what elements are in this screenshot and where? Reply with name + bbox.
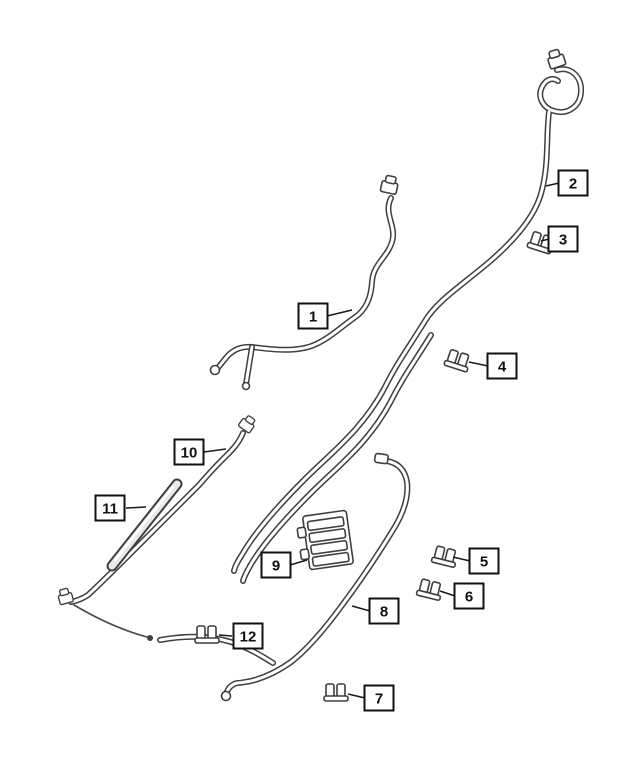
- line8-end-cap: [220, 690, 232, 702]
- straight-tube-11: [106, 478, 183, 572]
- fuel-line-1: [209, 173, 401, 391]
- callout-9[interactable]: 9: [260, 551, 292, 579]
- callout-8[interactable]: 8: [368, 597, 400, 625]
- clamp-part-4: [443, 347, 473, 374]
- quick-connect-fitting-line2: [544, 47, 567, 71]
- line10-end-fitting: [56, 586, 75, 606]
- leader-line-12: [218, 634, 233, 637]
- clamp-part-6: [415, 577, 445, 602]
- clamp-part-7: [323, 683, 349, 702]
- leader-line-5: [452, 556, 471, 562]
- leader-lines: [125, 182, 560, 699]
- callout-6[interactable]: 6: [453, 582, 485, 610]
- leader-line-8: [351, 605, 371, 612]
- thin-vent-line: [73, 604, 153, 641]
- leader-line-10: [203, 448, 227, 453]
- callout-4[interactable]: 4: [486, 352, 518, 380]
- callout-7[interactable]: 7: [363, 684, 395, 712]
- callout-10[interactable]: 10: [173, 438, 205, 466]
- leader-line-7: [347, 693, 366, 699]
- callout-3[interactable]: 3: [547, 225, 579, 253]
- leader-line-6: [439, 590, 456, 597]
- leader-line-11: [125, 506, 147, 509]
- quick-connect-fitting-line1: [379, 173, 401, 196]
- clamp-part-5: [430, 544, 460, 569]
- module-part-9: [296, 509, 354, 571]
- leader-line-2: [545, 182, 560, 187]
- line1-end-fitting: [209, 364, 221, 376]
- callout-1[interactable]: 1: [297, 302, 329, 330]
- quick-connect-fitting-line10: [237, 413, 259, 435]
- fuel-line-8: [220, 452, 408, 702]
- callout-2[interactable]: 2: [557, 169, 589, 197]
- leader-line-9: [289, 559, 308, 566]
- line1-branch-tip: [241, 381, 251, 391]
- callout-12[interactable]: 12: [232, 622, 264, 650]
- callout-5[interactable]: 5: [468, 547, 500, 575]
- line8-open-end: [373, 452, 389, 465]
- callout-11[interactable]: 11: [94, 494, 126, 522]
- leader-line-4: [468, 361, 489, 367]
- leader-line-1: [326, 309, 353, 317]
